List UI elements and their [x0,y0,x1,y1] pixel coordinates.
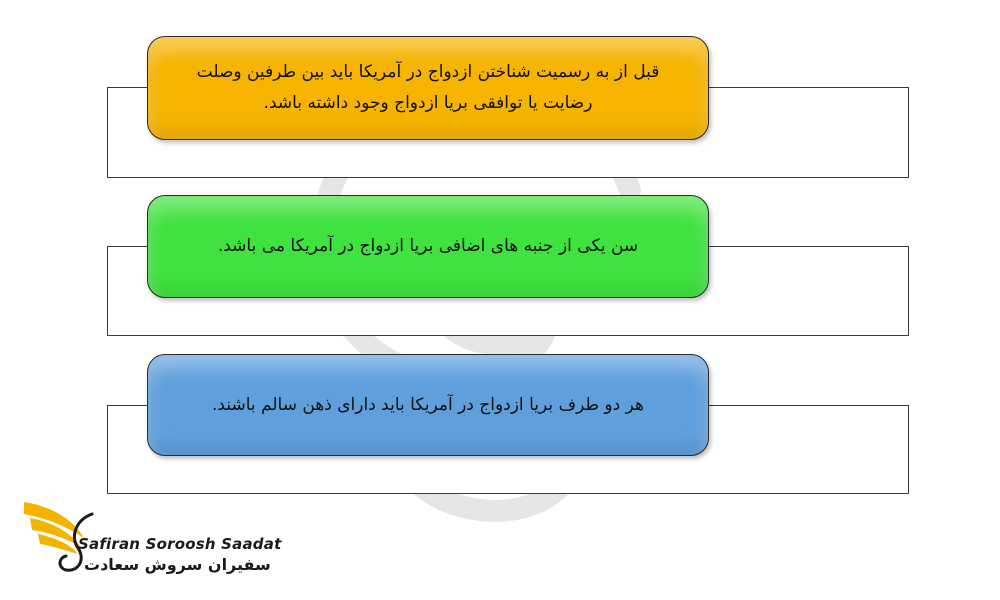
info-card-consent-text: قبل از به رسمیت شناختن ازدواج در آمریکا … [196,62,660,113]
info-card-consent: قبل از به رسمیت شناختن ازدواج در آمریکا … [147,36,709,140]
info-card-age-text: سن یکی از جنبه های اضافی بریا ازدواج در … [217,236,639,256]
logo-name-fa: سفیران سروش سعادت [84,555,271,574]
info-card-sound-mind: هر دو طرف بریا ازدواج در آمریکا باید دار… [147,354,709,456]
info-card-age: سن یکی از جنبه های اضافی بریا ازدواج در … [147,195,709,298]
info-card-sound-mind-text: هر دو طرف بریا ازدواج در آمریکا باید دار… [212,394,644,415]
logo-name-en: Safiran Soroosh Saadat [78,535,282,553]
winged-swan-logo-icon [24,502,94,572]
